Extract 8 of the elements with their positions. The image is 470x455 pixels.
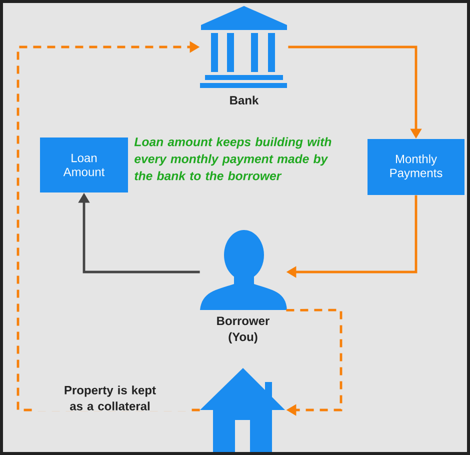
process-box: Loan Amount [40,138,128,192]
house-icon [200,368,285,452]
edge-label: Property is kept as a collateral [34,384,186,412]
arrow [286,308,342,416]
process-box: Monthly Payments [368,139,464,195]
note-text: Loan amount keeps building with every monthly payment made by the bank to the borrower [134,137,332,180]
node-label: Bank [230,96,259,105]
node-label: Borrower (You) [217,316,270,344]
